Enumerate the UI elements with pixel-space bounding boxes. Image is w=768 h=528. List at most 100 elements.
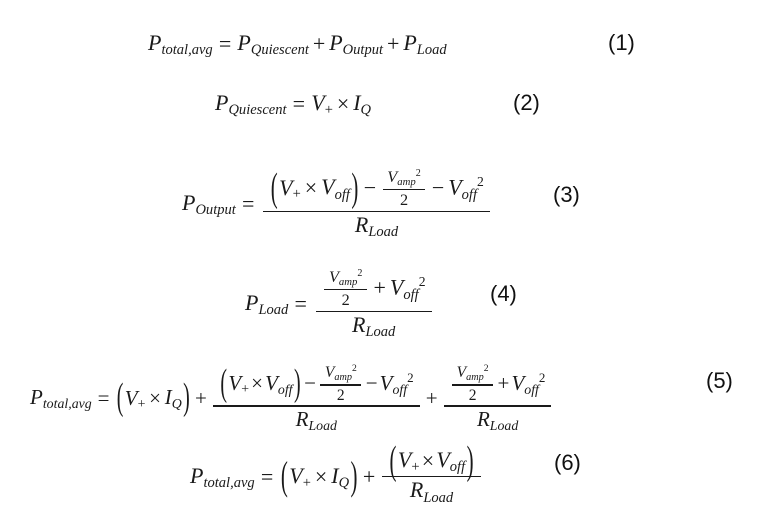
paren-open: ( [270, 164, 278, 211]
equals-sign: = [294, 290, 307, 316]
fraction-numerator: Vamp2 [383, 167, 426, 189]
subscript-output: Output [342, 42, 383, 59]
symbol-V-plus: V+ [124, 385, 146, 412]
subscript-off: off [403, 286, 419, 303]
fraction-vamp-squared-over-two: Vamp2 2 [382, 167, 426, 210]
fraction-denominator: 2 [395, 190, 412, 209]
subscript-Q: Q [338, 475, 350, 492]
symbol-V-off-squared: Voff2 [389, 274, 426, 303]
equation-2: PQuiescent = V+ × IQ [215, 90, 371, 118]
symbol-V-plus: V+ [311, 90, 333, 119]
equation-6: Ptotal,avg = ( V+ × IQ ) + ( V+ × Voff )… [190, 437, 484, 506]
fraction-load-term: Vamp2 2 + Voff2 RLoad [443, 364, 552, 433]
minus-operator: − [304, 371, 316, 396]
subscript-off: off [461, 186, 477, 203]
fraction-bar [320, 384, 362, 386]
superscript-square: 2 [418, 274, 426, 290]
fraction-bar [324, 288, 367, 291]
symbol-P-quiescent: PQuiescent [237, 30, 309, 59]
paren-open: ( [280, 452, 288, 499]
number-two: 2 [468, 386, 477, 404]
equation-4: PLoad = Vamp2 2 + Voff2 RLoad [245, 267, 434, 341]
subscript-off: off [449, 459, 466, 476]
subscript-load: Load [368, 224, 399, 241]
fraction-numerator: Vamp2 [324, 267, 367, 289]
plus-operator: + [425, 385, 438, 410]
subscript-plus: + [137, 396, 146, 412]
times-operator: × [314, 463, 328, 489]
symbol-V-plus: V+ [279, 174, 301, 203]
symbol-V-amp-squared: Vamp2 [328, 267, 363, 289]
subscript-off: off [334, 186, 350, 203]
subscript-plus: + [411, 459, 420, 476]
equation-3: POutput = ( V+ × Voff ) − Vamp2 2 − Voff… [182, 164, 493, 240]
subscript-load: Load [365, 324, 396, 341]
equation-number-2: (2) [513, 90, 540, 115]
equation-number-3: (3) [553, 182, 580, 207]
symbol-V-plus: V+ [228, 370, 250, 397]
fraction-bar [381, 475, 482, 478]
minus-operator: − [363, 175, 377, 201]
subscript-output: Output [195, 202, 236, 219]
fraction-numerator: ( V+ × Voff ) − Vamp2 2 − Voff2 [263, 164, 490, 211]
symbol-P-quiescent: PQuiescent [215, 90, 287, 119]
paren-open: ( [389, 437, 397, 483]
equals-sign: = [218, 30, 232, 56]
number-two: 2 [336, 386, 345, 404]
symbol-V-off-squared: Voff2 [448, 174, 484, 203]
symbol-P-total-avg: Ptotal,avg [190, 462, 255, 492]
subscript-plus: + [292, 186, 301, 203]
equation-number-4: (4) [490, 281, 517, 306]
plus-operator: + [194, 385, 207, 410]
subscript-amp: amp [397, 176, 416, 189]
subscript-off: off [392, 382, 408, 398]
fraction-denominator: RLoad [349, 212, 405, 240]
paren-close: ) [350, 452, 358, 499]
symbol-P-output: POutput [329, 30, 383, 59]
symbol-V-amp-squared: Vamp2 [456, 363, 489, 384]
times-operator: × [336, 90, 350, 116]
minus-operator: − [431, 175, 445, 201]
fraction-output: ( V+ × Voff ) − Vamp2 2 − Voff2 RLoad [263, 164, 490, 240]
symbol-V-off-squared: Voff2 [511, 369, 546, 398]
plus-operator: + [312, 30, 326, 56]
fraction-output-term: ( V+ × Voff ) − Vamp2 2 − Voff2 RLoad [213, 363, 420, 433]
paren-close: ) [466, 437, 474, 483]
superscript-square: 2 [415, 167, 421, 179]
superscript-square: 2 [477, 174, 484, 190]
paren-open: ( [116, 376, 124, 419]
symbol-R-load: RLoad [409, 477, 454, 506]
fraction-numerator: Vamp2 [452, 364, 493, 384]
symbol-V-amp-squared: Vamp2 [387, 167, 421, 189]
subscript-amp: amp [334, 372, 352, 384]
paren-close: ) [183, 376, 190, 419]
superscript-square: 2 [351, 363, 357, 375]
subscript-amp: amp [466, 372, 484, 384]
equation-number-6: (6) [554, 450, 581, 475]
symbol-P-total-avg: Ptotal,avg [30, 385, 92, 412]
plus-operator: + [362, 463, 376, 489]
number-two: 2 [341, 290, 350, 310]
superscript-square: 2 [483, 363, 489, 375]
fraction-denominator: RLoad [471, 407, 524, 433]
subscript-off: off [277, 381, 293, 397]
subscript-total-avg: total,avg [42, 396, 92, 412]
fraction-bar [443, 405, 552, 407]
number-two: 2 [399, 190, 409, 210]
subscript-amp: amp [338, 276, 358, 289]
superscript-square: 2 [538, 369, 546, 385]
fraction-numerator: ( V+ × Voff ) − Vamp2 2 − Voff2 [213, 363, 419, 405]
fraction-vamp-squared-over-two: Vamp2 2 [452, 364, 493, 404]
fraction-bar [263, 210, 490, 212]
times-operator: × [421, 448, 435, 474]
fraction-bar [315, 310, 432, 312]
symbol-I-Q: IQ [331, 462, 350, 492]
symbol-P-load: PLoad [403, 30, 447, 59]
fraction-numerator: ( V+ × Voff ) [382, 437, 481, 482]
subscript-plus: + [302, 474, 311, 491]
subscript-load: Load [489, 417, 519, 433]
superscript-square: 2 [407, 369, 414, 385]
fraction-denominator: 2 [337, 290, 354, 309]
fraction-vamp-squared-over-two: Vamp2 2 [320, 363, 362, 404]
